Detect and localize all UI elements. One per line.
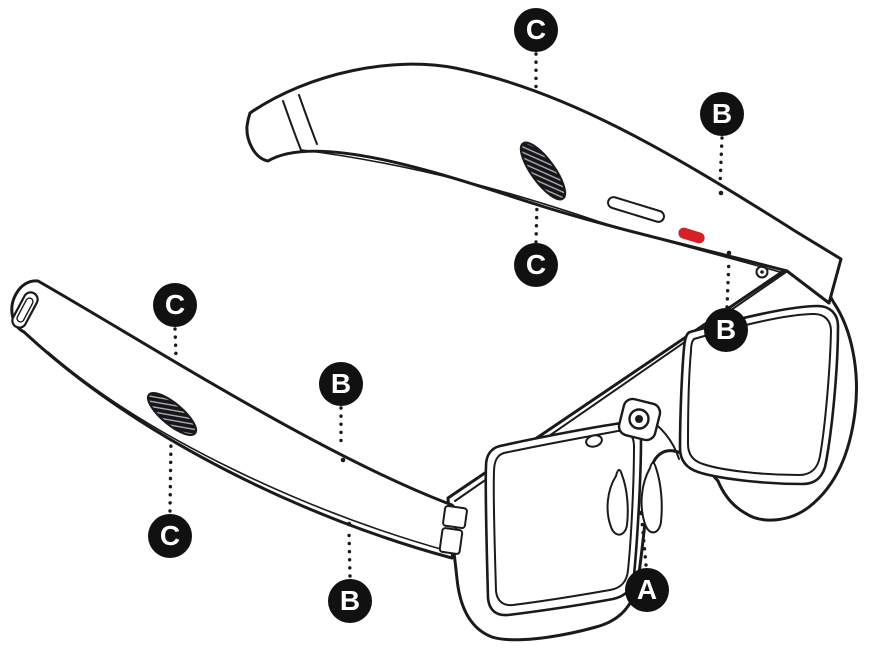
hinge-screw-center (760, 270, 764, 274)
leader-c-left-upper (173, 327, 178, 358)
callout-c-left-upper: C (153, 283, 197, 327)
hinge-knuckle-lower (438, 527, 464, 555)
leader-c-middle (534, 204, 539, 244)
power-button (678, 227, 705, 244)
leader-b-upper-right (718, 136, 724, 187)
hinge-knuckle-upper (442, 504, 468, 530)
sensor-window (585, 434, 603, 448)
leader-b-bottom (347, 531, 352, 578)
microphone-hole-temple-upper (340, 457, 346, 463)
callout-b-upper-right: B (700, 92, 744, 136)
leader-b-right (725, 257, 731, 309)
microphone-hole-temple-lower (346, 521, 352, 527)
left-temple-outline (10, 279, 460, 560)
left-temple-lower-edge-line (47, 351, 445, 551)
speaker-grille-right (519, 141, 567, 201)
callout-b-bottom: B (328, 579, 372, 623)
callout-c-top: C (514, 8, 558, 52)
callout-c-left-lower: C (148, 514, 192, 558)
callout-b-right: B (704, 308, 748, 352)
right-lens (687, 313, 832, 476)
glasses-frame (446, 265, 858, 642)
right-temple-tip-line-1 (282, 100, 302, 151)
leader-lines (168, 52, 731, 578)
microphone-hole-hinge (726, 250, 732, 256)
right-temple-tip-line-2 (298, 94, 318, 145)
left-temple-tip-capsule-inner (16, 297, 34, 323)
leader-c-left-lower (168, 438, 173, 513)
nose-pad-left (606, 468, 629, 536)
callout-a: A (625, 568, 669, 612)
callout-c-middle: C (514, 243, 558, 287)
right-temple-arm (245, 62, 843, 305)
leader-a (640, 519, 648, 567)
microphone-hole-temple-top (718, 190, 724, 196)
camera-lens-pupil (635, 415, 643, 423)
right-temple-lower-edge-line (301, 149, 781, 273)
callout-b-left: B (319, 362, 363, 406)
speaker-grille-left (146, 392, 198, 436)
vent-slot (607, 196, 665, 223)
left-temple-tip-capsule (11, 291, 39, 329)
nose-pad-right (640, 461, 663, 534)
nose-sensor-hole (638, 510, 644, 516)
left-temple-arm (10, 279, 468, 560)
